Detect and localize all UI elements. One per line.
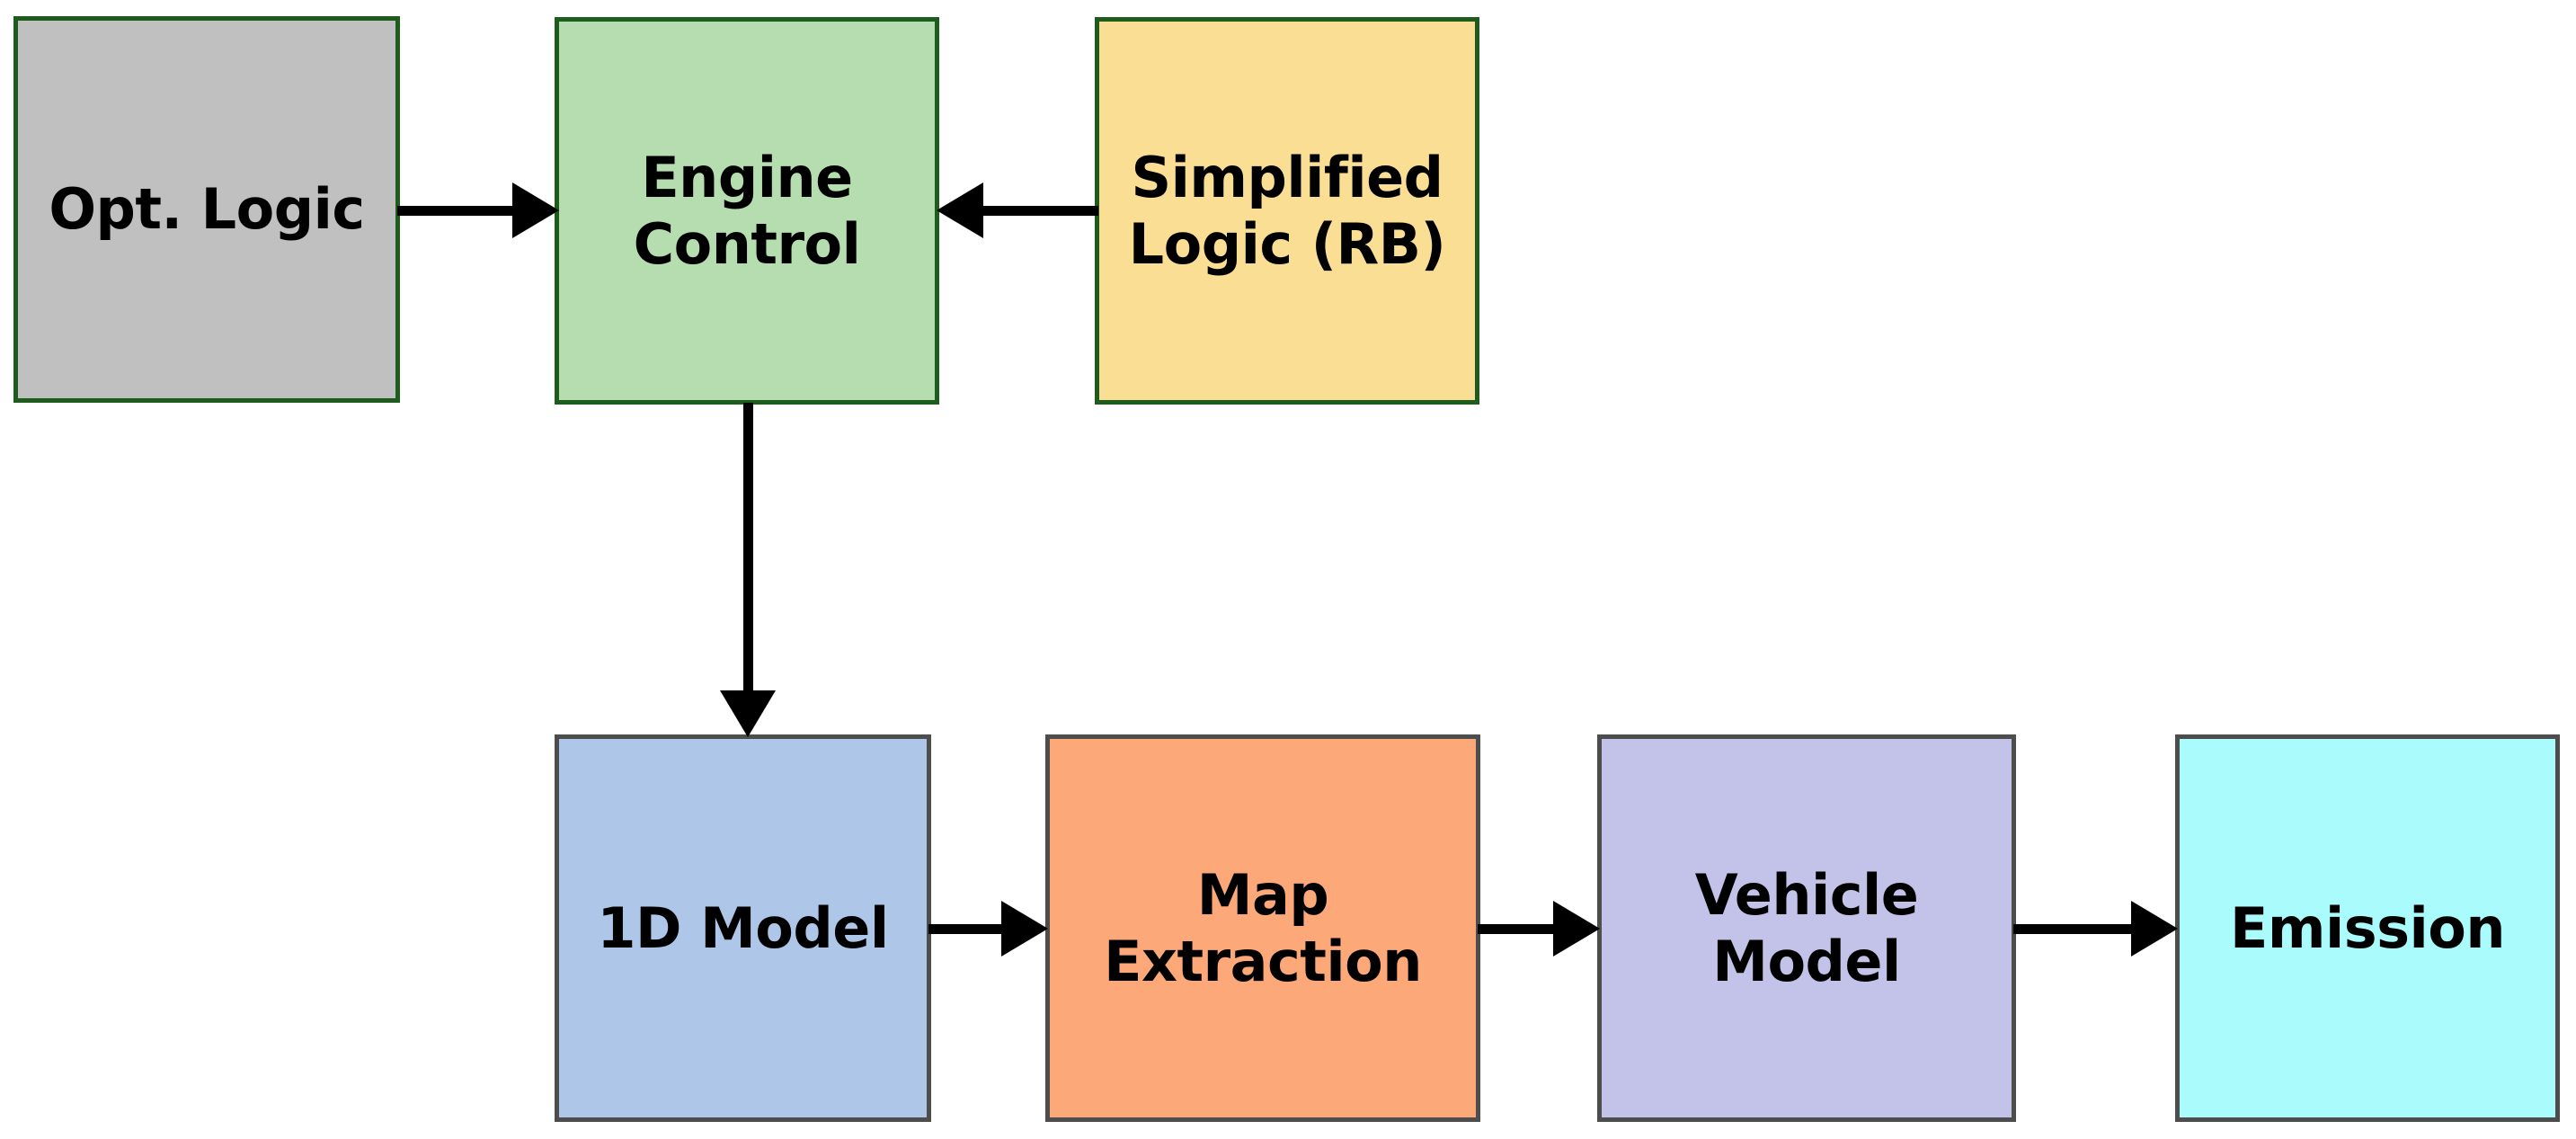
node-label-1d-model: 1D Model <box>597 894 889 961</box>
arrow-shaft <box>2013 924 2131 934</box>
arrow-simplified-logic-to-engine-control <box>937 182 1098 238</box>
arrowhead-left-icon <box>937 182 983 238</box>
node-emission[interactable]: Emission <box>2175 734 2560 1122</box>
arrowhead-right-icon <box>512 182 559 238</box>
arrow-opt-logic-to-engine-control <box>397 182 559 238</box>
arrowhead-right-icon <box>1001 901 1048 957</box>
arrow-shaft <box>743 403 753 690</box>
node-label-opt-logic: Opt. Logic <box>49 176 365 243</box>
arrow-shaft <box>397 206 512 216</box>
node-map-extraction[interactable]: Map Extraction <box>1045 734 1480 1122</box>
arrow-vehicle-model-to-emission <box>2013 901 2178 957</box>
node-label-map-extraction: Map Extraction <box>1104 862 1422 994</box>
node-engine-control[interactable]: Engine Control <box>555 17 939 405</box>
arrowhead-right-icon <box>1553 901 1600 957</box>
arrow-map-extraction-to-vehicle-model <box>1478 901 1600 957</box>
arrow-engine-control-to-1d-model <box>720 403 776 737</box>
node-simplified-logic-rb[interactable]: Simplified Logic (RB) <box>1095 17 1479 405</box>
arrow-shaft <box>928 924 1001 934</box>
node-vehicle-model[interactable]: Vehicle Model <box>1597 734 2016 1122</box>
node-opt-logic[interactable]: Opt. Logic <box>13 16 400 403</box>
arrowhead-right-icon <box>2131 901 2178 957</box>
arrow-shaft <box>983 206 1098 216</box>
node-1d-model[interactable]: 1D Model <box>555 734 931 1122</box>
arrow-1d-model-to-map-extraction <box>928 901 1048 957</box>
node-label-engine-control: Engine Control <box>633 145 861 277</box>
node-label-simplified-logic-rb: Simplified Logic (RB) <box>1128 145 1446 277</box>
node-label-emission: Emission <box>2230 894 2506 961</box>
node-label-vehicle-model: Vehicle Model <box>1694 862 1919 994</box>
arrowhead-down-icon <box>720 690 776 737</box>
arrow-shaft <box>1478 924 1553 934</box>
